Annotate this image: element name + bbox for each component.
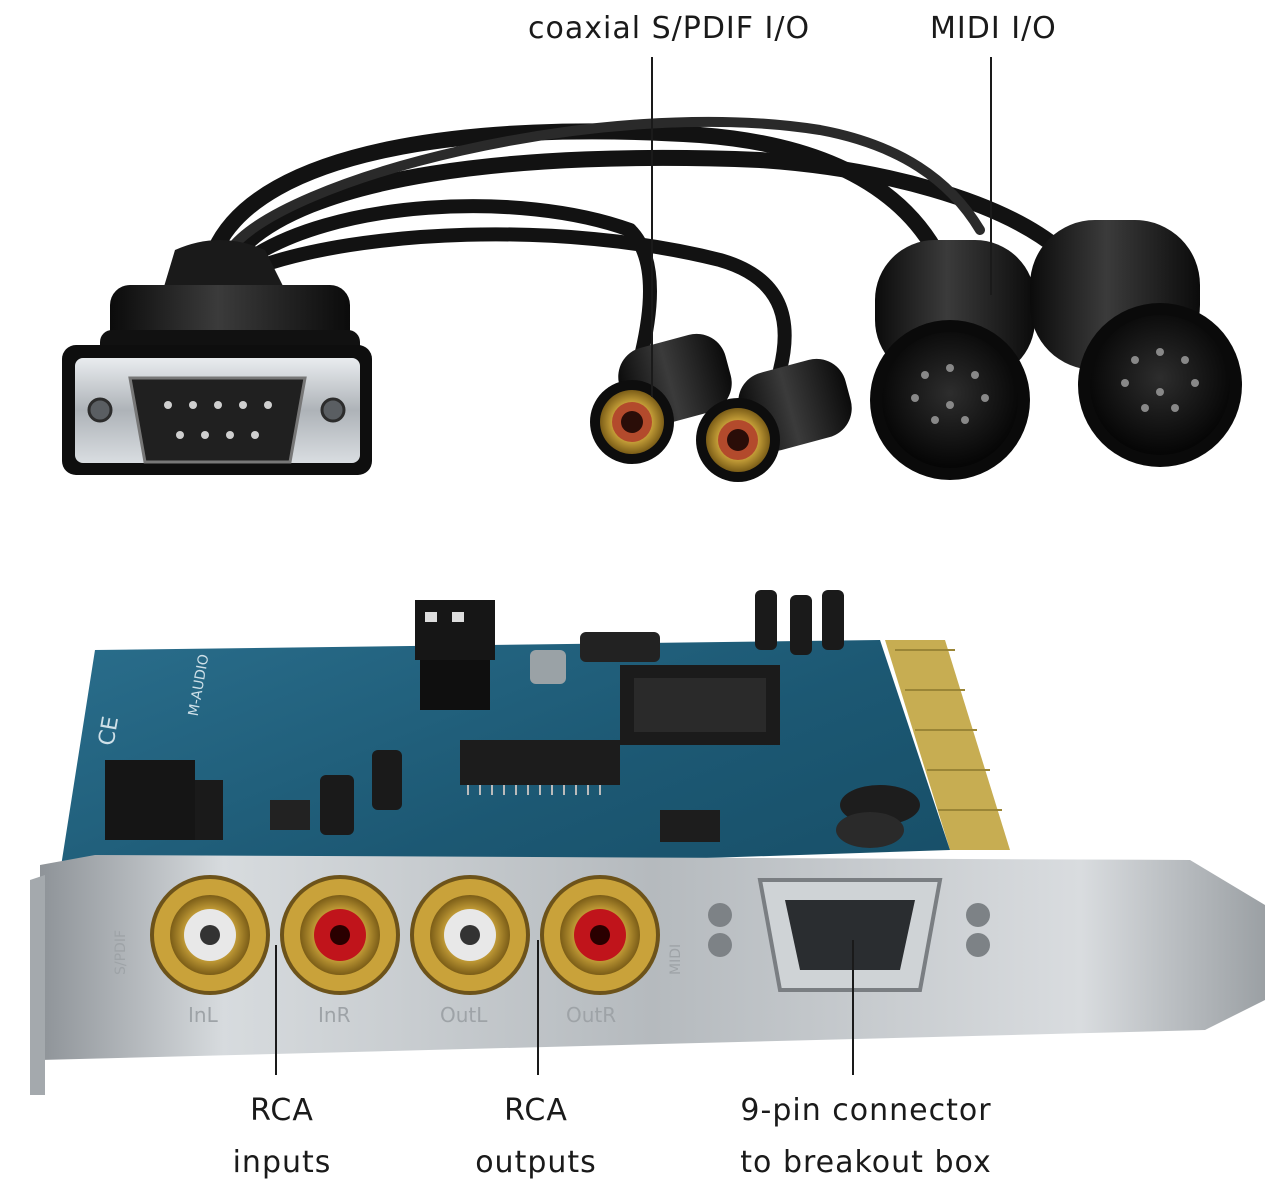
- rca-plug-2: [696, 358, 852, 482]
- db9-jack: [708, 878, 990, 992]
- callout-rca-inputs-line-1: RCA: [250, 1093, 314, 1128]
- rca-plug-1: [590, 333, 732, 464]
- callout-nine-pin-connector: 9-pin connector to breakout box: [740, 1092, 991, 1182]
- callout-nine-pin-line-1: 9-pin connector: [740, 1093, 992, 1128]
- callout-midi-io: MIDI I/O: [930, 11, 1057, 46]
- bracket-label-midi: MIDI: [668, 944, 684, 975]
- bracket-label-out-r: OutR: [566, 1003, 616, 1027]
- leader-midi: [990, 57, 992, 295]
- callout-rca-inputs: RCA inputs: [233, 1092, 332, 1182]
- rca-jack-out-l: [410, 875, 530, 995]
- bracket-label-out-l: OutL: [440, 1003, 488, 1027]
- callout-rca-inputs-line-2: inputs: [232, 1145, 332, 1180]
- rca-jack-in-l: [150, 875, 270, 995]
- board-components: [105, 590, 920, 848]
- callout-coaxial-spdif: coaxial S/PDIF I/O: [528, 11, 811, 46]
- callout-rca-outputs-line-2: outputs: [475, 1145, 597, 1180]
- pci-card: CE M-AUDIO: [30, 590, 1265, 1095]
- leader-rca-inputs: [275, 945, 277, 1075]
- leader-rca-outputs: [537, 940, 539, 1075]
- rca-jack-out-r: [540, 875, 660, 995]
- callout-rca-outputs-line-1: RCA: [504, 1093, 568, 1128]
- pci-edge-connector: [885, 640, 1010, 850]
- callout-rca-outputs: RCA outputs: [475, 1092, 597, 1182]
- callout-nine-pin-line-2: to breakout box: [740, 1145, 992, 1180]
- midi-plug-2: [1030, 220, 1242, 467]
- bracket-label-in-l: InL: [188, 1003, 219, 1027]
- db9-plug: [62, 240, 372, 475]
- bracket-label-spdif: S/PDIF: [113, 930, 129, 975]
- bracket-label-in-r: InR: [318, 1003, 351, 1027]
- ce-mark: CE: [94, 714, 124, 747]
- db9-screw-left-icon: [87, 397, 113, 423]
- midi-plug-1: [870, 240, 1035, 480]
- cable-wires: [207, 116, 1068, 377]
- leader-coaxial: [651, 57, 653, 397]
- leader-nine-pin: [852, 940, 854, 1075]
- rca-jack-in-r: [280, 875, 400, 995]
- bracket-labels: InL InR OutL OutR S/PDIF MIDI: [113, 930, 684, 1027]
- db9-screw-right-icon: [320, 397, 346, 423]
- breakout-cable: [62, 116, 1242, 482]
